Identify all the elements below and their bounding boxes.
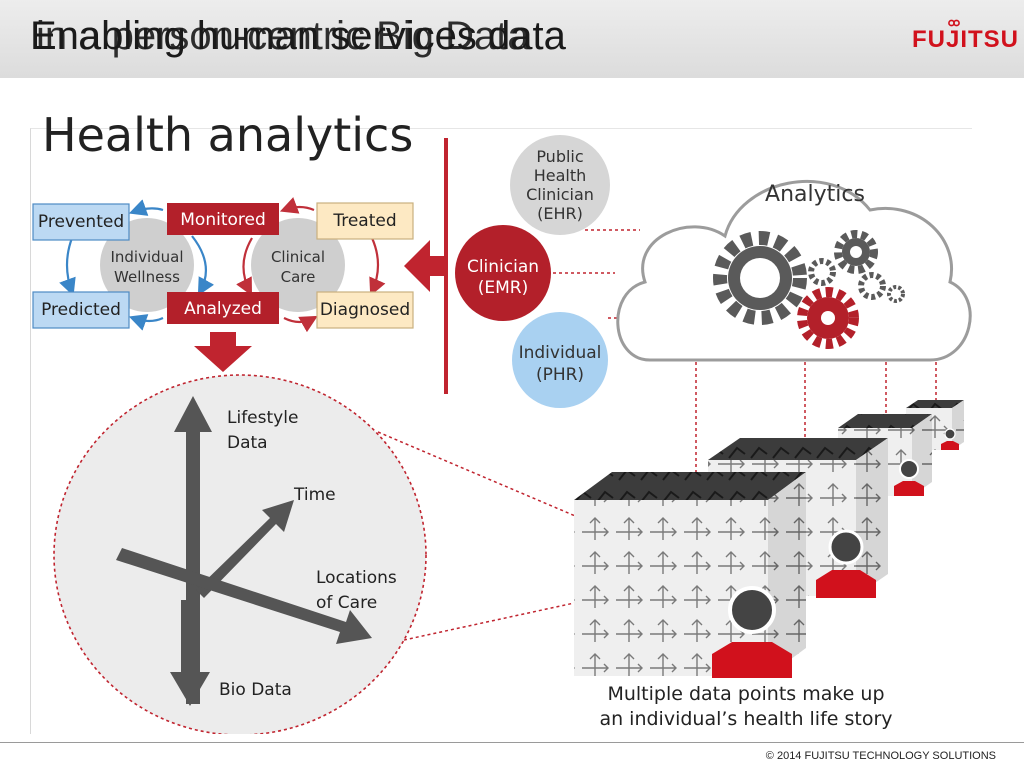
state-predicted: Predicted (41, 300, 121, 320)
data-axes (116, 396, 372, 706)
vertical-divider (444, 138, 448, 394)
state-monitored-box (167, 203, 279, 235)
axis-locations-label-2: of Care (316, 593, 377, 613)
data-cube-icon (574, 472, 806, 678)
caption-line-1: Multiple data points make up (607, 683, 884, 705)
person-icon (816, 529, 876, 598)
arrow-monitored-to-prevented (128, 199, 164, 216)
axis-bio-label: Bio Data (219, 680, 292, 700)
slide-title: Enabling human services data (30, 14, 566, 58)
fujitsu-logo: FUJITSU (912, 26, 1020, 53)
axis-locations-label-1: Locations (316, 568, 397, 588)
gear-icon (834, 230, 878, 274)
wellness-label-1: Individual (110, 248, 183, 266)
public-label-4: (EHR) (537, 204, 583, 223)
gear-icon (713, 231, 807, 325)
axis-locations-arrow-icon (116, 548, 372, 644)
care-label-1: Clinical (271, 248, 325, 266)
care-label-2: Care (281, 268, 316, 286)
state-treated-box (316, 202, 414, 240)
public-label-2: Health (534, 166, 587, 185)
state-prevented: Prevented (38, 212, 124, 232)
individual-label-2: (PHR) (536, 365, 584, 385)
state-diagnosed-box (316, 291, 414, 329)
axis-time-label: Time (293, 485, 336, 505)
axis-time-arrow-icon (196, 500, 294, 598)
state-treated: Treated (332, 211, 396, 231)
axis-lifestyle-label-2: Data (227, 433, 268, 453)
state-monitored: Monitored (180, 210, 266, 230)
public-label-3: Clinician (526, 185, 594, 204)
state-predicted-box (32, 291, 130, 329)
individual-circle (512, 312, 608, 408)
footer-divider (0, 742, 1024, 743)
arrow-treated-to-diagnosed (369, 237, 386, 297)
axis-lifestyle-label-1: Lifestyle (227, 408, 298, 428)
person-icon (894, 459, 924, 496)
footer-copyright: © 2014 FUJITSU TECHNOLOGY SOLUTIONS (765, 750, 996, 762)
cloud-label: Analytics (765, 182, 865, 207)
axis-lifestyle-arrow-icon (174, 396, 212, 704)
gear-icon (858, 272, 886, 300)
person-icon (712, 586, 792, 678)
public-health-circle (510, 135, 610, 235)
clinician-circle (455, 225, 551, 321)
individual-label-1: Individual (519, 343, 602, 363)
gear-icon (797, 287, 859, 349)
zoom-connector-top (377, 431, 581, 519)
public-label-1: Public (536, 147, 583, 166)
arrow-analyzed-to-diagnosed (283, 315, 318, 333)
arrow-treated-to-monitored (279, 197, 315, 214)
down-arrow-icon (194, 332, 252, 372)
infographic-frame (30, 128, 972, 734)
state-analyzed: Analyzed (184, 299, 262, 319)
slide-title-overlap: in a person-centric Big Data (36, 14, 530, 58)
wellness-circle (100, 218, 194, 312)
wellness-label-2: Wellness (114, 268, 180, 286)
arrow-prevented-to-predicted (59, 237, 76, 297)
axis-bio-arrow-icon (170, 600, 210, 706)
left-arrow-icon (404, 240, 446, 292)
clinician-label-2: (EMR) (478, 278, 529, 298)
state-analyzed-box (167, 292, 279, 324)
arrow-monitored-down-care (236, 237, 253, 296)
arrow-monitored-to-analyzed (191, 235, 215, 296)
gear-icon (887, 285, 905, 303)
clinician-label-1: Clinician (467, 257, 539, 277)
logo-infinity-icon (948, 19, 960, 27)
state-diagnosed: Diagnosed (320, 300, 410, 320)
arrow-analyzed-to-predicted (128, 314, 164, 331)
state-prevented-box (32, 203, 130, 241)
header-band (0, 0, 1024, 78)
care-circle (251, 218, 345, 312)
gear-icon (808, 258, 836, 286)
infographic-title: Health analytics (42, 108, 414, 162)
caption-line-2: an individual’s health life story (599, 708, 892, 730)
health-analytics-infographic: Individual Wellness Clinical Care Preven… (32, 135, 972, 734)
person-icon (941, 428, 959, 450)
zoom-connector-bottom (403, 599, 589, 641)
